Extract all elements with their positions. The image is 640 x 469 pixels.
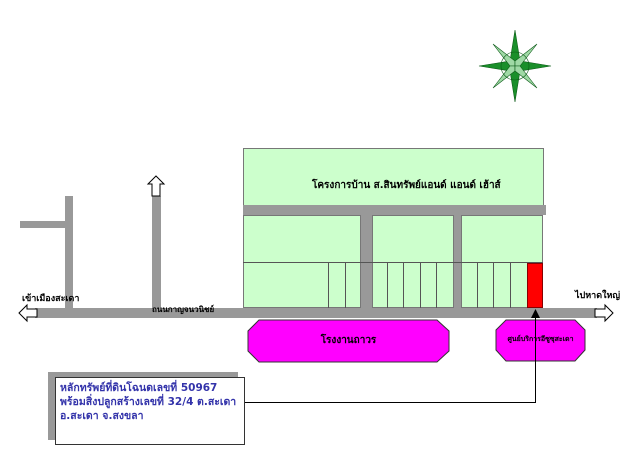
lot-block xyxy=(372,215,454,308)
lot-block xyxy=(461,215,543,308)
factory-label: โรงงานถาวร xyxy=(320,335,377,346)
side-road-left xyxy=(65,196,73,310)
internal-road xyxy=(453,205,461,309)
pointer-line xyxy=(245,402,536,403)
right-direction-label: ไปหาดใหญ่ xyxy=(575,291,621,301)
side-road-stub xyxy=(20,221,66,228)
project-label: โครงการบ้าน ส.สินทรัพย์แอนด์ แอนด์ เฮ้าส… xyxy=(312,180,501,191)
lot-line xyxy=(403,262,404,308)
info-line-2: พร้อมสิ่งปลูกสร้างเลขที่ 32/4 ต.สะเดา xyxy=(60,396,237,408)
internal-road xyxy=(360,205,372,309)
info-line-1: หลักทรัพย์ที่ดินโฉนดเลขที่ 50967 xyxy=(60,382,218,394)
main-road-label: ถนนกาญจนวนิชย์ xyxy=(152,305,215,314)
internal-road xyxy=(243,205,546,215)
arrow-left-icon xyxy=(18,303,38,323)
lot-block xyxy=(243,215,361,308)
lot-line xyxy=(510,262,511,308)
pointer-arrowhead-icon xyxy=(531,309,540,318)
lot-line xyxy=(477,262,478,308)
service-center-landmark xyxy=(495,319,586,362)
arrow-right-icon xyxy=(594,303,614,323)
lot-line xyxy=(243,262,543,263)
housing-project-block xyxy=(243,148,544,206)
lot-line xyxy=(436,262,437,308)
lot-line xyxy=(387,262,388,308)
side-road-north xyxy=(152,196,161,310)
factory-landmark xyxy=(247,319,450,363)
compass-rose-icon xyxy=(478,29,552,103)
lot-line xyxy=(328,262,329,308)
left-direction-label: เข้าเมืองสะเดา xyxy=(22,294,80,304)
pointer-line xyxy=(535,318,536,403)
lot-line xyxy=(345,262,346,308)
property-info-box: หลักทรัพย์ที่ดินโฉนดเลขที่ 50967 พร้อมสิ… xyxy=(55,377,245,445)
info-line-3: อ.สะเดา จ.สงขลา xyxy=(60,410,144,422)
main-road xyxy=(35,308,597,318)
lot-line xyxy=(420,262,421,308)
arrow-up-icon xyxy=(146,175,166,197)
lot-line xyxy=(493,262,494,308)
service-center-label: ศูนย์บริการอีซูซุสะเดา xyxy=(507,335,574,343)
target-property-lot xyxy=(527,263,543,308)
